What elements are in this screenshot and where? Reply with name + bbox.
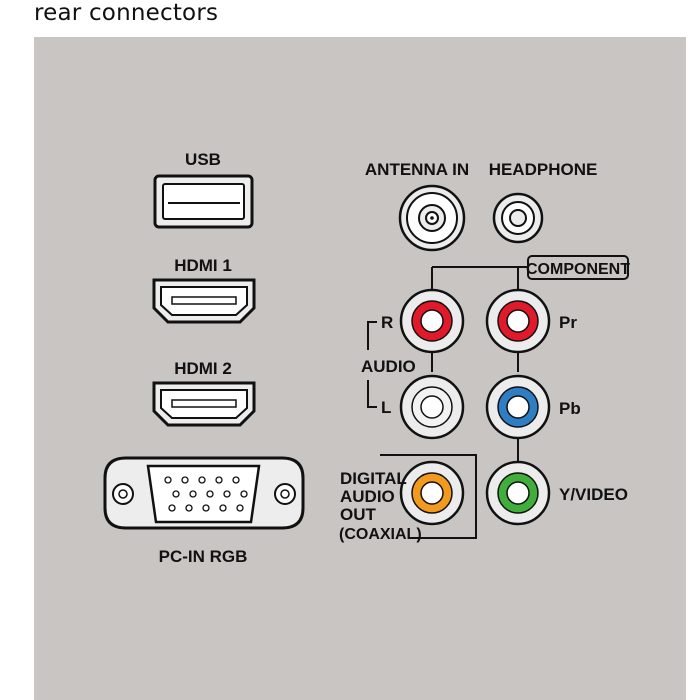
digital-out-bracket [380,454,477,539]
usb-label: USB [185,150,221,169]
vga-right-screw-icon [274,483,296,505]
jack-links [431,352,519,462]
digital-out-line1: DIGITAL [340,469,407,488]
hdmi2-port [152,381,256,427]
pb-label: Pb [559,399,581,418]
connector-panel [34,37,686,700]
digital-audio-out-jack [399,460,465,526]
pr-label: Pr [559,313,577,332]
audio-label: AUDIO [361,357,416,376]
digital-out-line2: AUDIO [340,487,395,506]
audio-bracket [367,321,377,408]
component-label: COMPONENT [526,261,630,278]
digital-out-line4: (COAXIAL) [339,526,422,543]
digital-out-line3: OUT [340,505,377,524]
component-label-box [527,255,629,280]
y-video-label: Y/VIDEO [559,485,628,504]
audio-r-label: R [381,313,393,332]
page-title: rear connectors [34,0,219,26]
y-video-jack [485,460,551,526]
pr-jack [485,288,551,354]
audio-l-jack [399,374,465,440]
headphone-port [492,192,544,244]
pb-jack [485,374,551,440]
vga-port [103,456,305,530]
antenna-port [398,184,466,252]
pc-in-label: PC-IN RGB [159,547,248,566]
audio-r-jack [399,288,465,354]
audio-l-label: L [381,398,391,417]
hdmi2-label: HDMI 2 [174,359,232,378]
usb-port [153,174,254,229]
vga-left-screw-icon [112,483,134,505]
antenna-label: ANTENNA IN [365,160,469,179]
component-bracket [431,266,528,290]
headphone-label: HEADPHONE [489,160,598,179]
hdmi1-label: HDMI 1 [174,256,232,275]
hdmi1-port [152,278,256,324]
